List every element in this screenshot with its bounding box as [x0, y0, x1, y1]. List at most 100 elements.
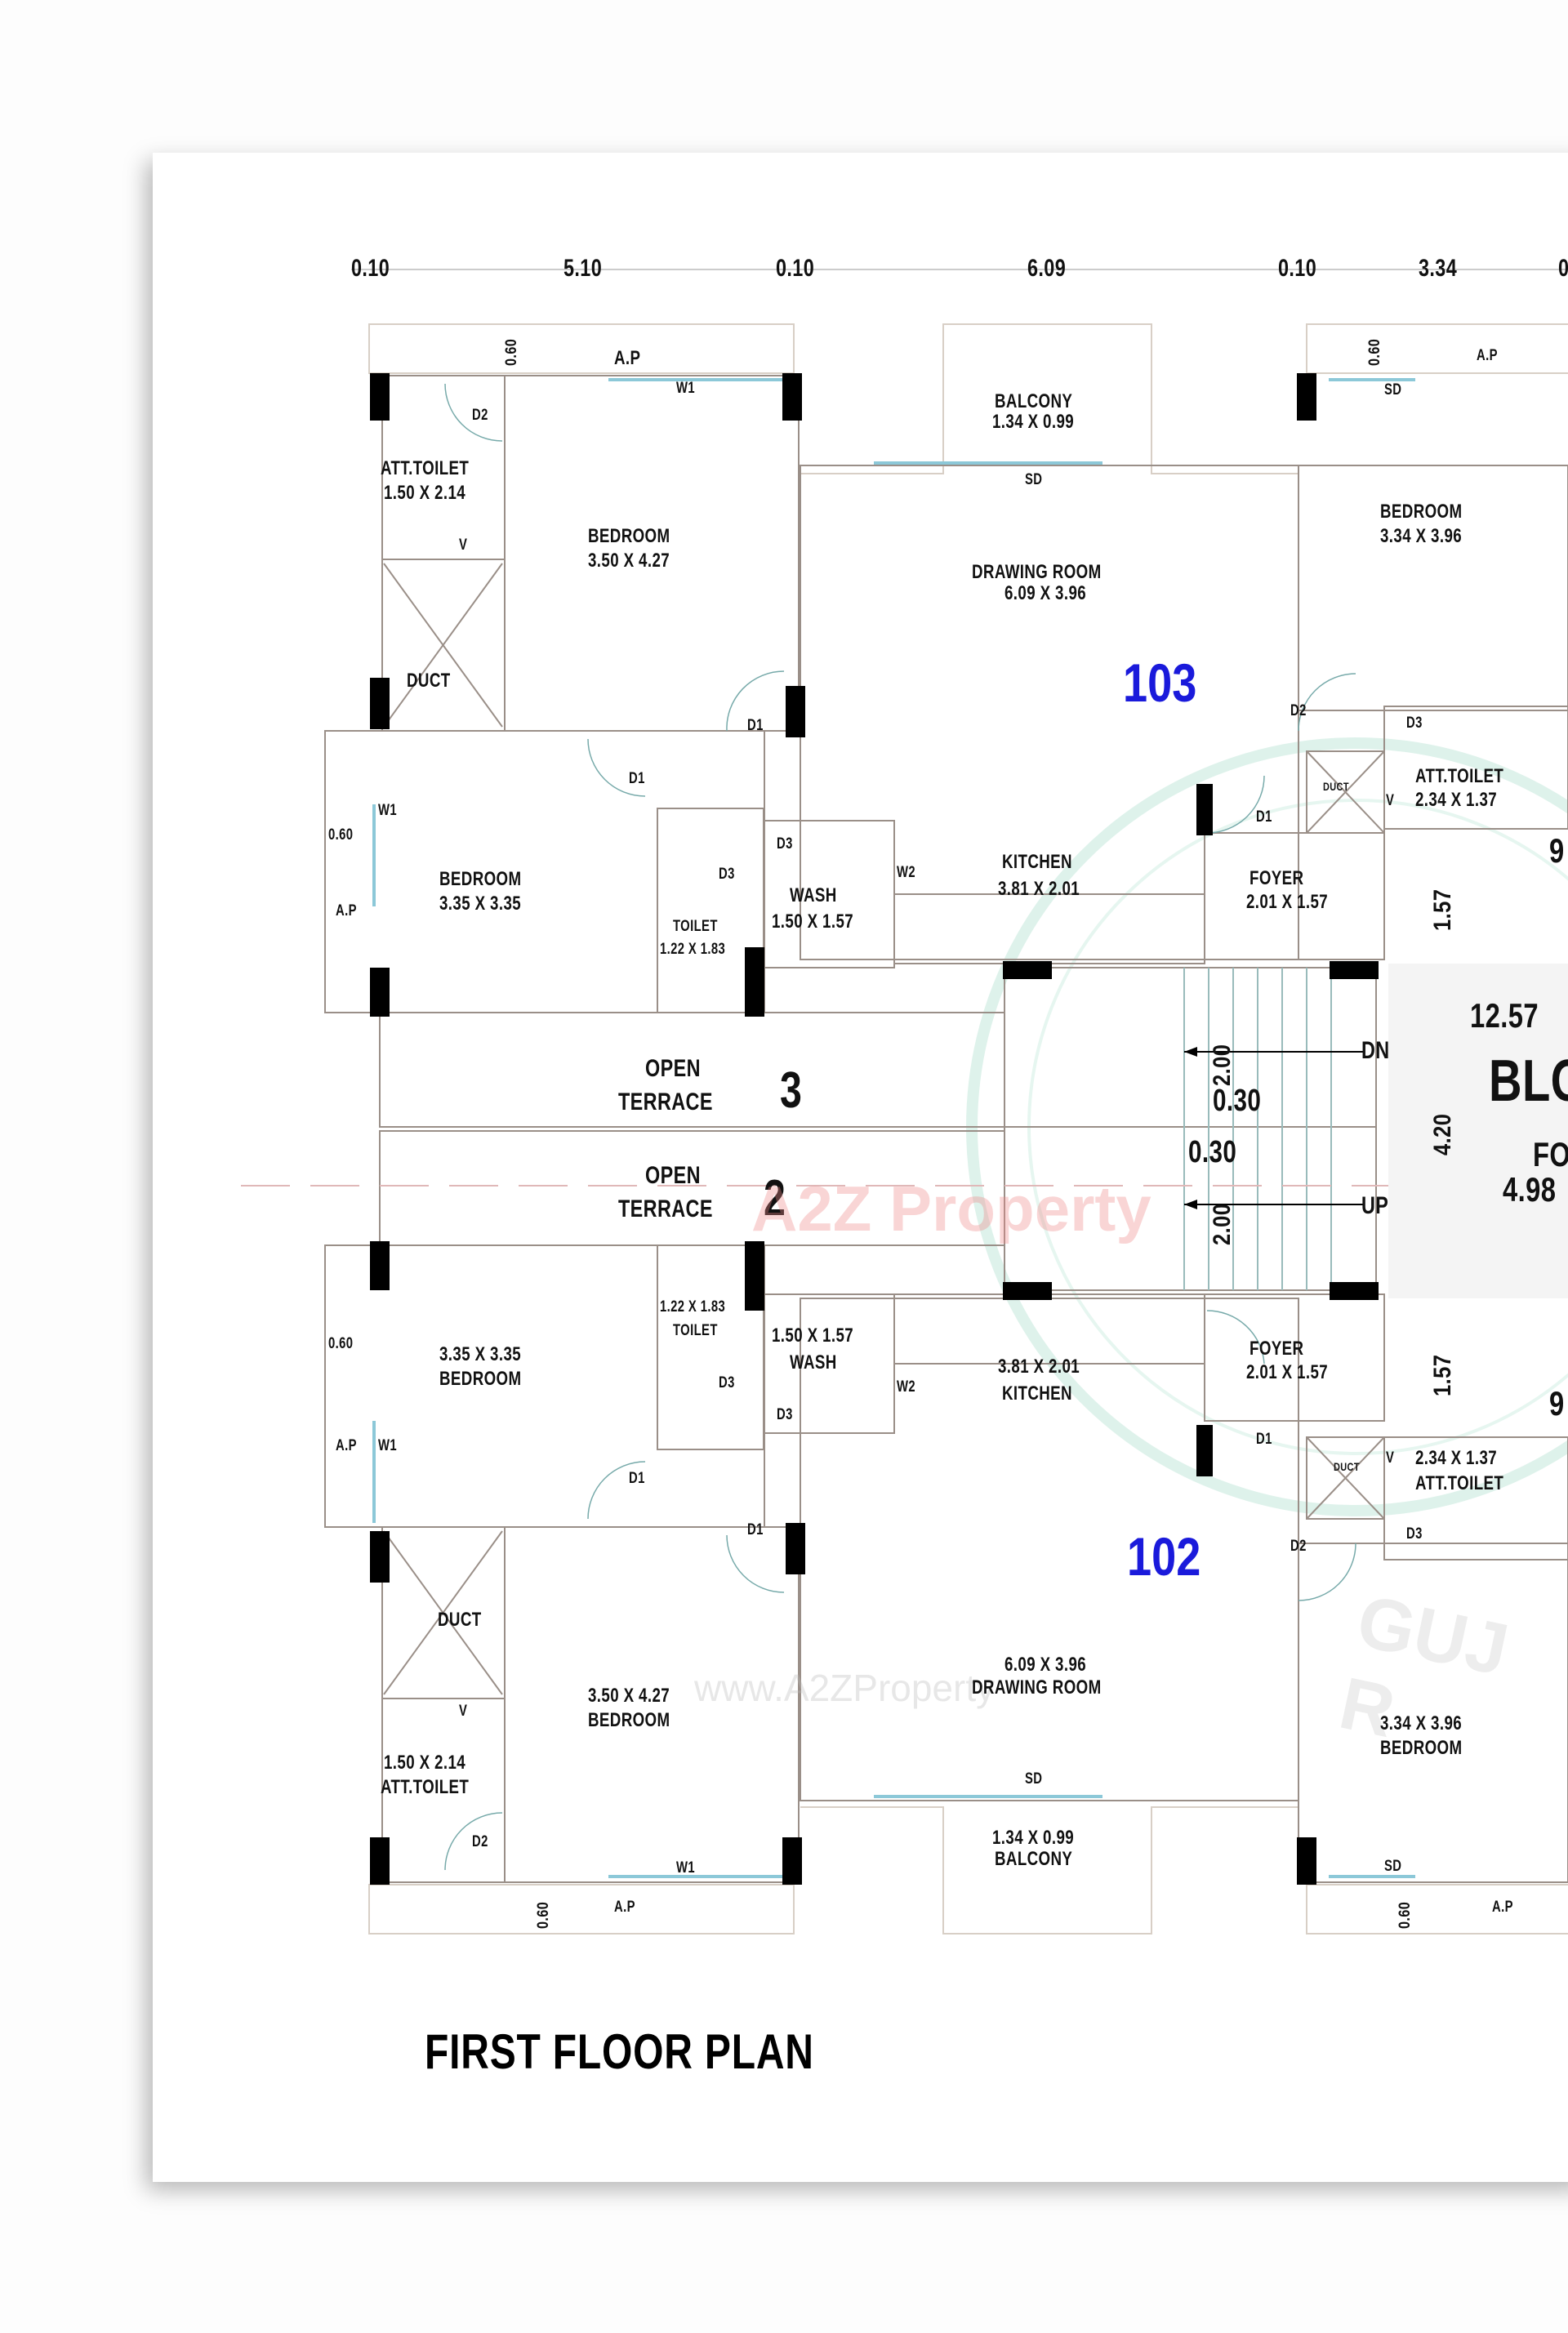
room-size: 1.22 X 1.83 — [660, 1298, 726, 1316]
duct-label: DUCT — [407, 670, 451, 692]
room-name: ATT.TOILET — [1415, 765, 1504, 787]
room-size: 1.50 X 1.57 — [772, 910, 854, 933]
dimension-label: 0.10 — [776, 255, 815, 282]
room-name: ATT.TOILET — [1415, 1472, 1504, 1494]
door-tag: D2 — [1290, 1538, 1307, 1555]
offset-dimension: 0.60 — [503, 338, 520, 366]
room-size: 3.50 X 4.27 — [588, 550, 670, 572]
dimension-label: 5.10 — [564, 255, 603, 282]
ap-tag: A.P — [614, 347, 641, 369]
window-tag: W1 — [378, 802, 398, 819]
room-size: 1.22 X 1.83 — [660, 941, 726, 958]
room-size: 1.50 X 2.14 — [384, 1752, 466, 1774]
offset-dimension: 0.60 — [1396, 1901, 1414, 1929]
room-name: BEDROOM — [588, 525, 670, 547]
door-tag: D3 — [1406, 1525, 1423, 1543]
ventilator-tag: V — [1386, 792, 1395, 809]
sliding-door-tag: SD — [1025, 471, 1043, 488]
window-tag: W1 — [676, 1859, 696, 1877]
room-size: 1.50 X 1.57 — [772, 1325, 854, 1347]
room-size: 3.81 X 2.01 — [998, 1356, 1080, 1378]
room-name: BEDROOM — [1380, 1737, 1463, 1759]
offset-dimension: 0.60 — [1366, 338, 1383, 366]
ap-tag: A.P — [614, 1899, 635, 1916]
room-size: 2.34 X 1.37 — [1415, 1447, 1498, 1469]
room-size: 2.01 X 1.57 — [1246, 891, 1329, 913]
room-size: 3.35 X 3.35 — [439, 893, 522, 915]
ventilator-tag: V — [1386, 1449, 1395, 1467]
duct-label: DUCT — [1323, 780, 1349, 793]
room-name: BEDROOM — [439, 868, 522, 890]
room-name: DRAWING ROOM — [972, 1676, 1102, 1699]
stair-direction-down: DN — [1361, 1037, 1390, 1064]
stair-height-dimension: 4.20 — [1429, 1113, 1456, 1155]
offset-dimension: 0.60 — [328, 1335, 354, 1352]
room-name: ATT.TOILET — [381, 1776, 470, 1798]
terrace-number: 2 — [764, 1170, 786, 1227]
room-size: 3.81 X 2.01 — [998, 878, 1080, 900]
room-name: FOYER — [1250, 1338, 1304, 1360]
door-tag: D2 — [1290, 702, 1307, 719]
dimension-label: 3.34 — [1419, 255, 1458, 282]
room-name: BEDROOM — [588, 1709, 670, 1731]
side-dimension: 1.57 — [1429, 1354, 1456, 1396]
door-tag: D2 — [472, 407, 488, 424]
door-tag: D3 — [1406, 715, 1423, 732]
door-tag: D1 — [747, 1521, 764, 1538]
room-size: 3.34 X 3.96 — [1380, 1712, 1463, 1734]
room-name: WASH — [790, 884, 837, 906]
duct-label: DUCT — [1334, 1460, 1360, 1473]
window-tag: W2 — [897, 864, 916, 881]
room-size: 2.01 X 1.57 — [1246, 1361, 1329, 1383]
ventilator-tag: V — [459, 1703, 468, 1720]
url-watermark: www.A2ZProperty — [694, 1667, 996, 1709]
door-tag: D1 — [1256, 808, 1272, 826]
window-tag: W1 — [676, 380, 696, 397]
ap-tag: A.P — [336, 1437, 357, 1454]
door-tag: D1 — [629, 1470, 645, 1487]
room-name: BALCONY — [995, 390, 1073, 412]
room-name: BEDROOM — [1380, 501, 1463, 523]
sliding-door-tag: SD — [1384, 1858, 1402, 1875]
window-tag: W1 — [378, 1437, 398, 1454]
terrace-number: 3 — [780, 1062, 803, 1119]
unit-number: 103 — [1123, 652, 1197, 713]
room-size: 3.35 X 3.35 — [439, 1343, 522, 1365]
door-tag: D3 — [719, 1374, 735, 1391]
room-name: BALCONY — [995, 1848, 1073, 1870]
room-size: 6.09 X 3.96 — [1004, 582, 1087, 604]
door-tag: D1 — [747, 717, 764, 734]
terrace-label: OPEN — [645, 1055, 701, 1082]
door-tag: D1 — [1256, 1431, 1272, 1448]
ap-tag: A.P — [336, 902, 357, 919]
ventilator-tag: V — [459, 537, 468, 554]
drawing-title: FIRST FLOOR PLAN — [425, 2024, 814, 2079]
dimension-label: 0.10 — [1278, 255, 1317, 282]
room-name: TOILET — [673, 918, 718, 935]
room-size: 3.50 X 4.27 — [588, 1685, 670, 1707]
terrace-label: TERRACE — [618, 1195, 713, 1222]
duct-label: DUCT — [438, 1609, 482, 1631]
stair-dimension: 0.30 — [1213, 1084, 1262, 1118]
dimension-label: 6.09 — [1027, 255, 1067, 282]
room-name: TOILET — [673, 1322, 718, 1339]
door-tag: D3 — [777, 1406, 793, 1423]
stair-direction-up: UP — [1361, 1192, 1389, 1219]
window-tag: W2 — [897, 1378, 916, 1396]
terrace-label: OPEN — [645, 1162, 701, 1189]
room-size: 1.50 X 2.14 — [384, 482, 466, 504]
sliding-door-tag: SD — [1025, 1770, 1043, 1788]
foyer-width-dimension: 4.98 — [1503, 1170, 1557, 1209]
foyer-partial-label: FO — [1533, 1135, 1568, 1173]
room-size: 1.34 X 0.99 — [992, 1827, 1075, 1849]
ap-tag: A.P — [1477, 347, 1498, 364]
room-name: KITCHEN — [1002, 851, 1072, 873]
dimension-label: 0.10 — [351, 255, 390, 282]
edge-dimension: 9 — [1549, 1384, 1565, 1423]
sliding-door-tag: SD — [1384, 381, 1402, 398]
door-tag: D3 — [719, 866, 735, 883]
unit-number: 102 — [1127, 1526, 1201, 1587]
room-size: 3.34 X 3.96 — [1380, 525, 1463, 547]
stair-dimension: 2.00 — [1209, 1044, 1236, 1086]
ap-tag: A.P — [1492, 1899, 1513, 1916]
